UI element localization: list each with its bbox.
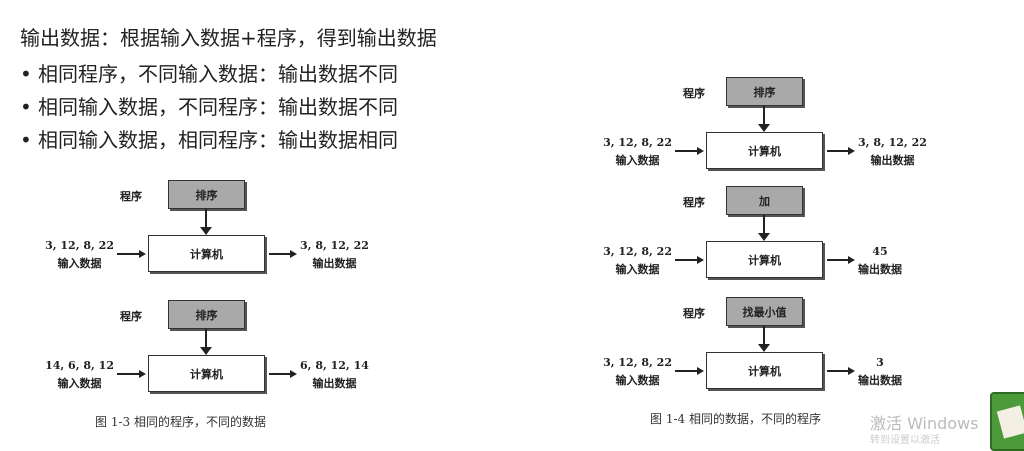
arrow-right-icon <box>827 367 855 374</box>
arrow-right-icon <box>269 250 297 257</box>
arrow-down-icon <box>200 209 212 235</box>
program-label: 程序 <box>683 196 705 209</box>
program-box: 找最小值 <box>726 297 803 326</box>
program-box: 排序 <box>726 77 803 106</box>
program-box: 排序 <box>168 300 245 329</box>
arrow-right-icon <box>827 147 855 154</box>
arrow-right-icon <box>117 370 146 377</box>
bullet-item: •相同输入数据，不同程序：输出数据不同 <box>20 95 398 119</box>
program-box: 排序 <box>168 180 245 209</box>
computer-box: 计算机 <box>706 132 823 169</box>
arrow-right-icon <box>675 367 704 374</box>
arrow-down-icon <box>200 329 212 355</box>
arrow-down-icon <box>758 215 770 241</box>
figure-1-4-caption: 图 1-4 相同的数据，不同的程序 <box>650 412 821 426</box>
program-box: 加 <box>726 186 803 215</box>
arrow-down-icon <box>758 106 770 132</box>
computer-box: 计算机 <box>706 352 823 389</box>
slide-heading: 输出数据：根据输入数据+程序，得到输出数据 <box>20 26 437 50</box>
program-label: 程序 <box>683 307 705 320</box>
app-icon[interactable] <box>990 392 1024 451</box>
arrow-right-icon <box>827 256 855 263</box>
computer-box: 计算机 <box>148 235 265 272</box>
arrow-right-icon <box>269 370 297 377</box>
computer-box: 计算机 <box>706 241 823 278</box>
program-label: 程序 <box>120 310 142 323</box>
arrow-right-icon <box>675 256 704 263</box>
activation-watermark: 激活 Windows <box>870 414 979 433</box>
arrow-right-icon <box>675 147 704 154</box>
bullet-item: •相同程序，不同输入数据：输出数据不同 <box>20 62 398 86</box>
bullet-item: •相同输入数据，相同程序：输出数据相同 <box>20 128 398 152</box>
activation-watermark-sub: 转到设置以激活 <box>870 435 940 446</box>
figure-1-3-caption: 图 1-3 相同的程序，不同的数据 <box>95 415 266 429</box>
arrow-down-icon <box>758 326 770 352</box>
arrow-right-icon <box>117 250 146 257</box>
program-label: 程序 <box>120 190 142 203</box>
program-label: 程序 <box>683 87 705 100</box>
computer-box: 计算机 <box>148 355 265 392</box>
